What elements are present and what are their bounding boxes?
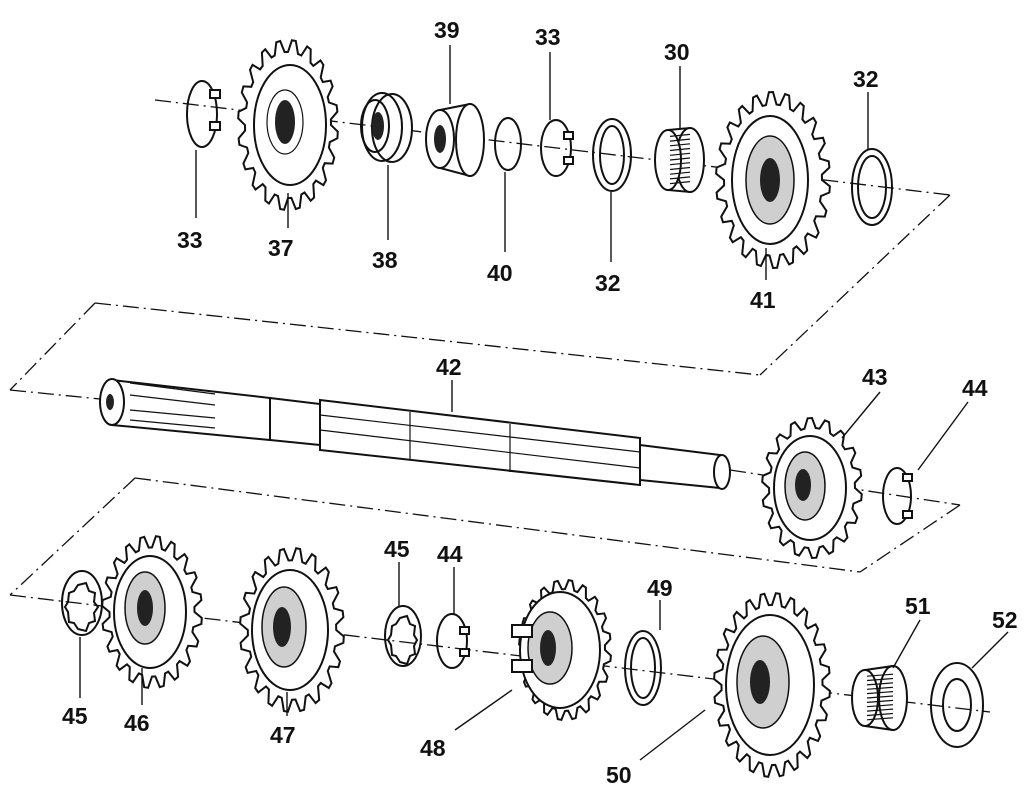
part-38-bushing <box>360 92 413 163</box>
part-33-circlip-top-left <box>186 80 221 148</box>
part-45-spline-washer-middle <box>384 605 422 667</box>
part-33-circlip-top-middle <box>540 119 574 177</box>
part-51-needle-bearing <box>851 664 908 732</box>
label-33-middle: 33 <box>535 24 561 50</box>
label-33-left: 33 <box>177 227 203 253</box>
label-49: 49 <box>647 575 673 601</box>
part-44-circlip-right <box>882 467 913 525</box>
part-32-washer-top-right <box>851 148 893 226</box>
needle-roller <box>866 695 894 699</box>
part-52-thrust-washer <box>930 662 984 748</box>
needle-roller <box>669 147 691 152</box>
part-47-gear <box>239 547 345 713</box>
label-32-middle: 32 <box>595 270 621 296</box>
label-43: 43 <box>862 364 888 390</box>
label-50: 50 <box>606 762 632 788</box>
needle-roller <box>866 712 894 717</box>
needle-roller <box>866 708 894 712</box>
part-32-washer-top-middle <box>592 118 632 192</box>
part-39-sleeve <box>425 102 485 178</box>
part-43-gear <box>761 416 863 560</box>
leader-lines <box>79 45 1009 761</box>
needle-roller <box>866 673 894 677</box>
part-46-gear <box>101 535 203 689</box>
label-48: 48 <box>420 735 446 761</box>
label-38: 38 <box>372 247 398 273</box>
needle-roller <box>669 162 691 166</box>
part-30-needle-bearing <box>654 126 705 194</box>
label-30: 30 <box>664 39 690 65</box>
part-48-gear <box>511 579 612 721</box>
needle-roller <box>866 691 894 695</box>
label-45-left: 45 <box>62 703 88 729</box>
needle-roller <box>669 152 691 156</box>
label-39: 39 <box>434 17 460 43</box>
label-44-bottom: 44 <box>437 541 463 567</box>
part-45-spline-washer-left <box>61 570 103 636</box>
part-37-gear <box>237 39 339 211</box>
part-49-ring <box>624 630 662 706</box>
needle-roller <box>866 682 894 686</box>
needle-roller <box>669 181 691 185</box>
part-number-labels: 33 37 38 39 40 33 32 30 41 32 42 43 44 4… <box>62 17 1018 788</box>
label-45-middle: 45 <box>384 536 410 562</box>
part-50-gear <box>713 592 831 778</box>
label-46: 46 <box>124 710 150 736</box>
needle-roller <box>669 138 691 142</box>
label-42: 42 <box>436 354 462 380</box>
needle-roller <box>669 157 691 161</box>
needle-roller <box>866 704 894 708</box>
label-47: 47 <box>270 722 296 748</box>
needle-roller <box>866 699 894 703</box>
label-44-right: 44 <box>962 375 988 401</box>
part-41-gear <box>715 90 831 270</box>
label-51: 51 <box>905 593 931 619</box>
label-32-right: 32 <box>853 66 879 92</box>
needle-roller <box>866 686 894 690</box>
needle-roller <box>866 717 894 721</box>
needle-roller <box>669 133 691 137</box>
needle-roller <box>669 171 691 175</box>
needle-roller <box>866 677 894 682</box>
part-40-o-ring <box>494 117 522 171</box>
label-41: 41 <box>750 287 776 313</box>
label-37: 37 <box>268 235 294 261</box>
label-52: 52 <box>992 607 1018 633</box>
needle-roller <box>669 176 691 180</box>
label-40: 40 <box>487 260 513 286</box>
part-42-main-shaft <box>99 378 731 490</box>
needle-roller <box>669 143 691 147</box>
needle-roller <box>669 166 691 171</box>
part-44-circlip-bottom <box>436 613 470 669</box>
